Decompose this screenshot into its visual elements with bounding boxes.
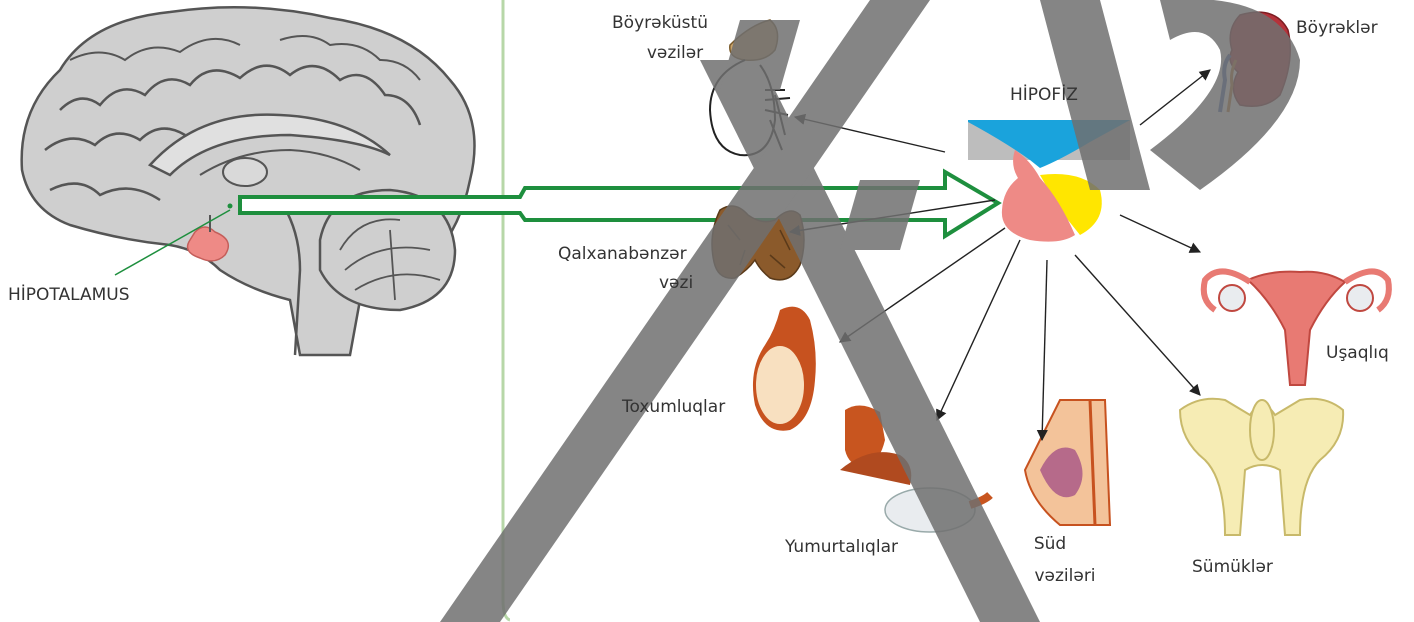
watermark: [440, 0, 1300, 622]
label-kidneys: Böyrəklər: [1296, 17, 1378, 39]
label-mammary-line1: Süd: [1015, 533, 1085, 555]
mammary-gland-icon: [1025, 400, 1110, 525]
label-uterus: Uşaqlıq: [1326, 342, 1389, 364]
label-mammary-line2: vəziləri: [1020, 565, 1110, 587]
testis-icon: [753, 307, 816, 431]
label-ovaries: Yumurtalıqlar: [785, 536, 898, 558]
label-testes: Toxumluqlar: [622, 396, 725, 418]
label-bones: Sümüklər: [1192, 556, 1273, 578]
label-adrenal-line2: vəzilər: [630, 42, 720, 64]
label-adrenal-line1: Böyrəküstü: [605, 12, 715, 34]
label-thyroid-line2: vəzi: [659, 272, 693, 294]
uterus-icon: [1204, 271, 1389, 385]
pelvis-bone-icon: [1180, 399, 1343, 535]
label-hypothalamus: HİPOTALAMUS: [8, 284, 130, 306]
label-pituitary: HİPOFİZ: [1010, 84, 1078, 106]
label-thyroid-line1: Qalxanabənzər: [558, 243, 687, 265]
